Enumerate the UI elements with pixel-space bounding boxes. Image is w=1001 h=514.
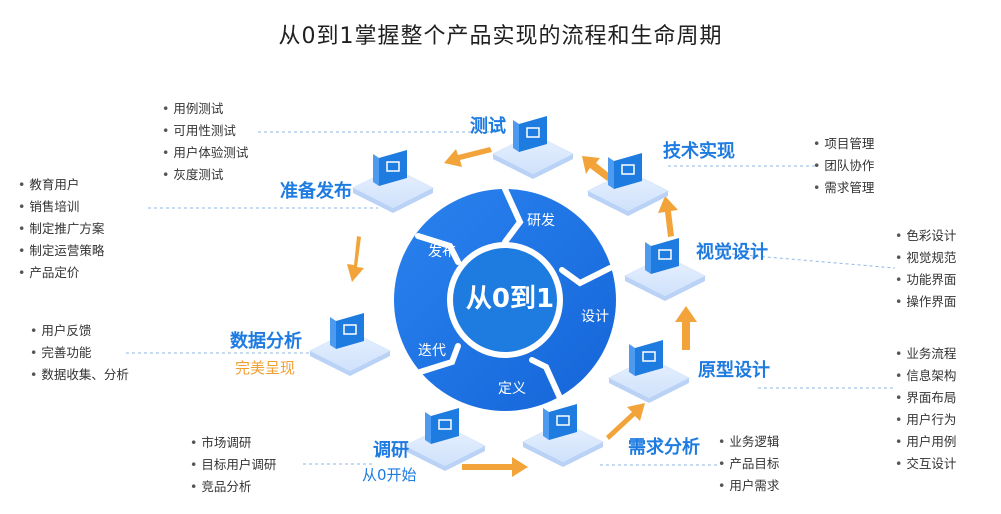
list-item: 界面布局 <box>895 387 956 409</box>
ring-label-design: 设计 <box>581 309 609 325</box>
list-item: 产品目标 <box>718 453 779 475</box>
list-item: 完善功能 <box>30 342 129 364</box>
connector-lines <box>126 131 896 466</box>
list-item: 销售培训 <box>18 196 104 218</box>
list-item: 操作界面 <box>895 291 956 313</box>
list-item: 制定运营策略 <box>18 240 104 262</box>
ring-label-iterate: 迭代 <box>418 343 446 359</box>
list-item: 用户反馈 <box>30 320 129 342</box>
prototype-cube-icon <box>607 340 691 403</box>
list-item: 产品定价 <box>18 262 104 284</box>
list-item: 竞品分析 <box>190 476 276 498</box>
list-item: 功能界面 <box>895 269 956 291</box>
list-item: 数据收集、分析 <box>30 364 129 386</box>
requirements-cube-icon <box>521 404 605 467</box>
list-requirements: 业务逻辑 产品目标 用户需求 <box>718 431 779 497</box>
list-analysis: 用户反馈 完善功能 数据收集、分析 <box>30 320 129 386</box>
stage-label-research: 调研 <box>373 440 409 461</box>
list-item: 用户体验测试 <box>162 142 248 164</box>
list-item: 色彩设计 <box>895 225 956 247</box>
list-item: 目标用户调研 <box>190 454 276 476</box>
analysis-cube-icon <box>308 313 392 376</box>
list-item: 市场调研 <box>190 432 276 454</box>
list-item: 业务逻辑 <box>718 431 779 453</box>
stage-label-analysis: 数据分析 <box>230 331 302 352</box>
list-release: 教育用户 销售培训 制定推广方案 制定运营策略 产品定价 <box>18 174 104 284</box>
research-cube-icon <box>403 408 487 471</box>
list-item: 教育用户 <box>18 174 104 196</box>
list-visual: 色彩设计 视觉规范 功能界面 操作界面 <box>895 225 956 313</box>
list-research: 市场调研 目标用户调研 竞品分析 <box>190 432 276 498</box>
list-item: 业务流程 <box>895 343 956 365</box>
page-title: 从0到1掌握整个产品实现的流程和生命周期 <box>278 24 723 49</box>
ring-label-define: 定义 <box>498 381 526 397</box>
tech-cube-icon <box>586 153 670 216</box>
list-item: 信息架构 <box>895 365 956 387</box>
list-testing: 用例测试 可用性测试 用户体验测试 灰度测试 <box>162 98 248 186</box>
list-item: 灰度测试 <box>162 164 248 186</box>
list-item: 项目管理 <box>813 133 874 155</box>
stage-label-requirements: 需求分析 <box>628 437 700 458</box>
list-item: 用例测试 <box>162 98 248 120</box>
stage-label-tech: 技术实现 <box>663 141 735 162</box>
list-item: 需求管理 <box>813 177 874 199</box>
stage-label-visual: 视觉设计 <box>696 242 768 263</box>
list-item: 用户需求 <box>718 475 779 497</box>
ring-label-release: 发布 <box>428 244 456 260</box>
center-label: 从0到1 <box>465 284 555 314</box>
testing-cube-icon <box>491 116 575 179</box>
list-item: 团队协作 <box>813 155 874 177</box>
list-prototype: 业务流程 信息架构 界面布局 用户行为 用户用例 交互设计 <box>895 343 956 475</box>
stage-label-testing: 测试 <box>470 116 506 137</box>
stage-sub-analysis: 完美呈现 <box>235 359 296 377</box>
list-item: 用户用例 <box>895 431 956 453</box>
list-item: 交互设计 <box>895 453 956 475</box>
release-cube-icon <box>351 150 435 213</box>
stage-label-release: 准备发布 <box>280 181 352 202</box>
stage-sub-research: 从0开始 <box>362 466 417 484</box>
flow-arrows <box>347 147 697 477</box>
list-item: 视觉规范 <box>895 247 956 269</box>
stage-label-prototype: 原型设计 <box>698 360 770 381</box>
list-item: 用户行为 <box>895 409 956 431</box>
ring-label-dev: 研发 <box>527 213 555 229</box>
visual-cube-icon <box>623 238 707 301</box>
center-cycle <box>394 186 616 411</box>
list-item: 制定推广方案 <box>18 218 104 240</box>
list-item: 可用性测试 <box>162 120 248 142</box>
list-tech: 项目管理 团队协作 需求管理 <box>813 133 874 199</box>
